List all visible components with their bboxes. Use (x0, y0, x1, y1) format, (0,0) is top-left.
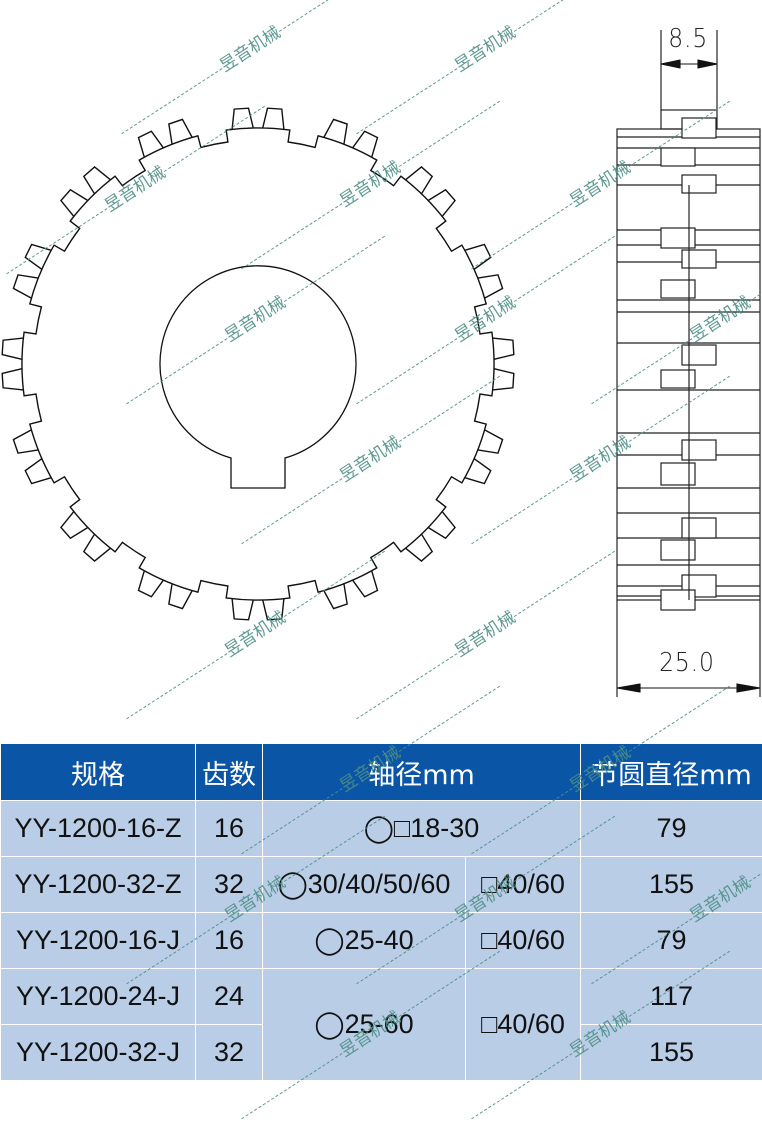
sprocket-tooth (232, 108, 253, 129)
sprocket-tooth (232, 599, 253, 620)
table-row: YY-1200-24-J 24 ◯25-60 □40/60 117 (1, 969, 762, 1025)
side-view-link-block (661, 540, 695, 560)
spec-table: 规格 齿数 轴径mm 节圆直径mm YY-1200-16-Z 16 ◯□18-3… (0, 743, 762, 1081)
sprocket-front-view (2, 108, 514, 620)
sprocket-tooth (61, 190, 88, 217)
cell-shaft-round: ◯25-40 (263, 913, 466, 969)
cell-teeth: 16 (196, 913, 263, 969)
side-view-link-block (682, 345, 716, 365)
dimension-label-width-8-5: 8.5 (668, 24, 708, 54)
side-view-link-block (682, 118, 716, 138)
side-view-link-block (682, 250, 716, 268)
side-view-link-block (661, 228, 695, 248)
cell-teeth: 32 (196, 1025, 263, 1081)
cell-pitch: 155 (581, 857, 762, 913)
cell-pitch: 117 (581, 969, 762, 1025)
table-header-row: 规格 齿数 轴径mm 节圆直径mm (1, 744, 762, 801)
cell-shaft-square: □40/60 (466, 969, 581, 1081)
cell-spec: YY-1200-24-J (1, 969, 196, 1025)
side-view-link-block (661, 280, 695, 298)
side-view-link-block (682, 175, 716, 193)
cell-spec: YY-1200-32-Z (1, 857, 196, 913)
sprocket-tooth (493, 369, 514, 390)
table-row: YY-1200-16-Z 16 ◯□18-30 79 (1, 801, 762, 857)
sprocket-tooth (406, 534, 433, 561)
sprocket-tooth (2, 369, 23, 390)
sprocket-tooth (263, 108, 284, 129)
cell-spec: YY-1200-16-Z (1, 801, 196, 857)
cell-shaft: ◯□18-30 (263, 801, 581, 857)
cell-shaft-round: ◯30/40/50/60 (263, 857, 466, 913)
sprocket-tooth (263, 599, 284, 620)
sprocket-tooth (84, 534, 111, 561)
table-row: YY-1200-32-Z 32 ◯30/40/50/60 □40/60 155 (1, 857, 762, 913)
header-spec: 规格 (1, 744, 196, 801)
side-view-link-block (661, 590, 695, 610)
sprocket-tooth (84, 167, 111, 194)
cell-teeth: 16 (196, 801, 263, 857)
side-view-link-block (682, 440, 716, 460)
sprocket-drawing-svg (0, 0, 762, 740)
technical-drawing: 8.5 25.0 (0, 0, 762, 740)
side-view-link-block (661, 463, 695, 485)
side-view-link-block (682, 518, 716, 538)
cell-pitch: 79 (581, 801, 762, 857)
header-teeth: 齿数 (196, 744, 263, 801)
cell-shaft-round: ◯25-60 (263, 969, 466, 1081)
side-view-link-block (661, 148, 695, 166)
cell-shaft-square: □40/60 (466, 913, 581, 969)
cell-teeth: 24 (196, 969, 263, 1025)
dimension-label-width-25-0: 25.0 (659, 648, 715, 678)
side-view-link-block (661, 370, 695, 388)
sprocket-tooth (406, 167, 433, 194)
cell-spec: YY-1200-32-J (1, 1025, 196, 1081)
sprocket-outline (22, 128, 494, 600)
cell-pitch: 155 (581, 1025, 762, 1081)
table-row: YY-1200-16-J 16 ◯25-40 □40/60 79 (1, 913, 762, 969)
header-pitch-diameter: 节圆直径mm (581, 744, 762, 801)
bore-with-keyway (160, 266, 356, 488)
sprocket-tooth (428, 190, 455, 217)
header-shaft-diameter: 轴径mm (263, 744, 581, 801)
sprocket-tooth (2, 338, 23, 359)
cell-shaft-square: □40/60 (466, 857, 581, 913)
cell-spec: YY-1200-16-J (1, 913, 196, 969)
sprocket-tooth (428, 512, 455, 539)
cell-teeth: 32 (196, 857, 263, 913)
sprocket-side-view (617, 110, 760, 610)
sprocket-tooth (493, 338, 514, 359)
cell-pitch: 79 (581, 913, 762, 969)
sprocket-tooth (61, 512, 88, 539)
